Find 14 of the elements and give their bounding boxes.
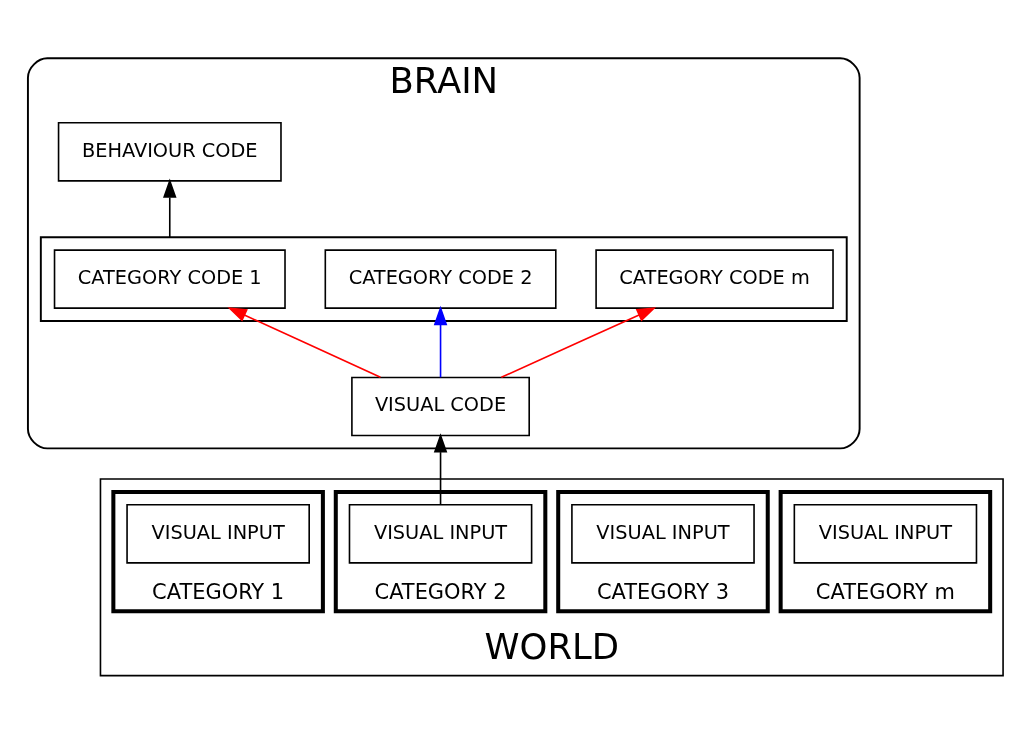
node-box: VISUAL INPUT xyxy=(348,503,533,564)
node-box: VISUAL INPUT xyxy=(571,503,755,564)
arrow xyxy=(227,306,382,378)
node-box: BEHAVIOUR CODE xyxy=(57,121,282,182)
node-box: VISUAL INPUT xyxy=(793,503,978,564)
node-box: CATEGORY CODE 1 xyxy=(53,248,286,309)
arrow xyxy=(500,306,657,378)
node-box: CATEGORY CODE 2 xyxy=(324,248,557,309)
node-box: VISUAL INPUT xyxy=(126,503,310,564)
node-box: CATEGORY CODE m xyxy=(595,248,834,309)
node-box: VISUAL CODE xyxy=(351,376,530,436)
arrow xyxy=(433,305,448,378)
arrow xyxy=(433,432,448,505)
arrow xyxy=(163,177,177,238)
